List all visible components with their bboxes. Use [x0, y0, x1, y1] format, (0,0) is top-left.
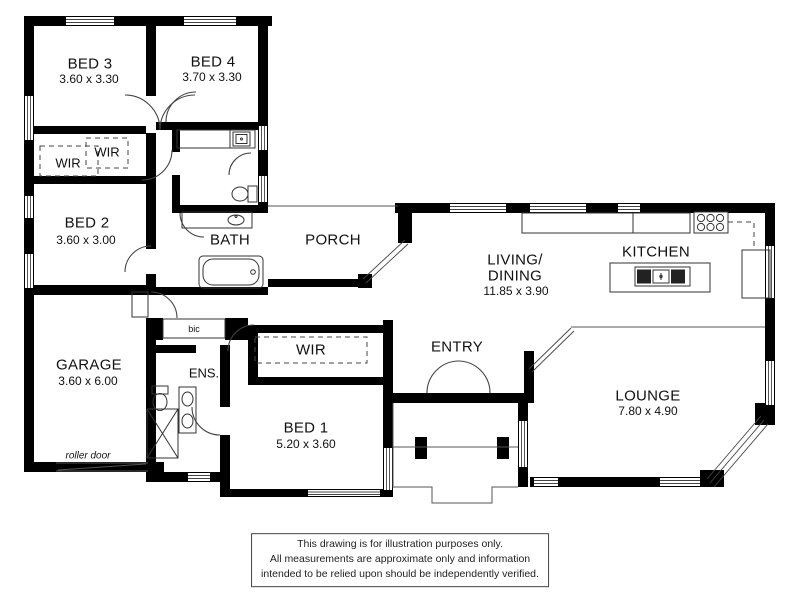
lounge-nib-glazing	[528, 327, 575, 373]
doors-layer	[124, 91, 491, 436]
room-label-garage: GARAGE	[56, 356, 122, 374]
garage-door	[150, 291, 178, 319]
roller-door	[56, 462, 148, 472]
ens-vanity-icon	[178, 386, 197, 434]
ens-door	[191, 406, 221, 436]
bed2-door	[124, 245, 152, 273]
room-label-bath: BATH	[209, 231, 251, 249]
walls-layer	[24, 16, 775, 497]
fridge-space-dashed	[728, 221, 755, 246]
linen-cupboard	[131, 291, 149, 318]
kitchen-sink-icon	[652, 269, 670, 284]
wir-bed2-dashed	[39, 145, 99, 177]
porch-glazed-door	[362, 239, 409, 284]
kitchen-bench	[521, 212, 691, 234]
annotation-roller-door: roller door	[65, 450, 111, 462]
entry-pillars	[415, 437, 509, 459]
room-label-dining: DINING	[487, 267, 543, 285]
bath-door	[179, 212, 205, 238]
corner-cabinet	[741, 249, 771, 299]
annotation-bic: bic	[188, 324, 200, 334]
bay-window	[706, 415, 769, 488]
wc-door	[228, 152, 252, 176]
bathtub-icon	[198, 255, 264, 289]
wir-bed3-dashed	[85, 137, 129, 169]
room-label-porch: PORCH	[305, 231, 361, 249]
room-label-bed2: BED 2	[64, 214, 110, 232]
room-label-ens: ENS.	[188, 365, 220, 381]
room-dims-lounge: 7.80 x 4.90	[618, 404, 678, 418]
room-label-living: LIVING/	[487, 251, 543, 269]
room-label-bed4: BED 4	[190, 53, 236, 71]
room-dims-bed4: 3.70 x 3.30	[182, 70, 242, 84]
shower-icon	[146, 408, 179, 459]
bed4-hall-door	[159, 94, 196, 131]
disclaimer-box: This drawing is for illustration purpose…	[251, 533, 549, 587]
room-dims-bed2: 3.60 x 3.00	[56, 233, 116, 247]
bed4-door	[165, 91, 197, 123]
disclaimer-line-1: This drawing is for illustration purpose…	[297, 538, 503, 551]
bic-cupboard	[162, 318, 226, 339]
room-label-wir-bed1: WIR	[295, 341, 327, 359]
wir-bed1-dashed	[254, 336, 368, 364]
room-dims-garage: 3.60 x 6.00	[58, 374, 118, 388]
ens-toilet-icon	[151, 385, 169, 411]
cooktop-icon	[693, 211, 729, 234]
disclaimer-line-3: intended to be relied upon should be ind…	[261, 568, 539, 581]
entry-steps	[392, 403, 518, 504]
room-dims-bed3: 3.60 x 3.30	[59, 72, 119, 86]
bath-vanity-icon	[181, 211, 253, 229]
kitchen-island-icon	[609, 262, 711, 293]
room-label-wir-bed2: WIR	[55, 155, 81, 171]
room-label-wir-bed3: WIR	[94, 144, 120, 160]
room-label-lounge: LOUNGE	[615, 387, 681, 405]
bed3-door	[124, 94, 161, 131]
room-dims-living-dining: 11.85 x 3.90	[483, 284, 549, 298]
thin-lines-layer	[56, 205, 765, 504]
room-label-entry: ENTRY	[430, 338, 484, 356]
entry-door-left	[426, 360, 460, 394]
room-dims-bed1: 5.20 x 3.60	[276, 437, 336, 451]
robe-area-door	[141, 149, 173, 181]
wc-toilet-icon	[231, 185, 258, 203]
windows-layer	[25, 17, 774, 496]
dashed-layer	[39, 137, 755, 364]
entry-door-right	[457, 360, 491, 394]
disclaimer-line-2: All measurements are approximate only an…	[269, 553, 531, 566]
bed4-vanity-icon	[176, 129, 256, 149]
room-label-kitchen: KITCHEN	[622, 243, 690, 261]
bed1-door	[227, 324, 255, 352]
room-label-bed3: BED 3	[67, 55, 113, 73]
fixtures-layer	[131, 129, 771, 459]
room-label-bed1: BED 1	[283, 419, 329, 437]
